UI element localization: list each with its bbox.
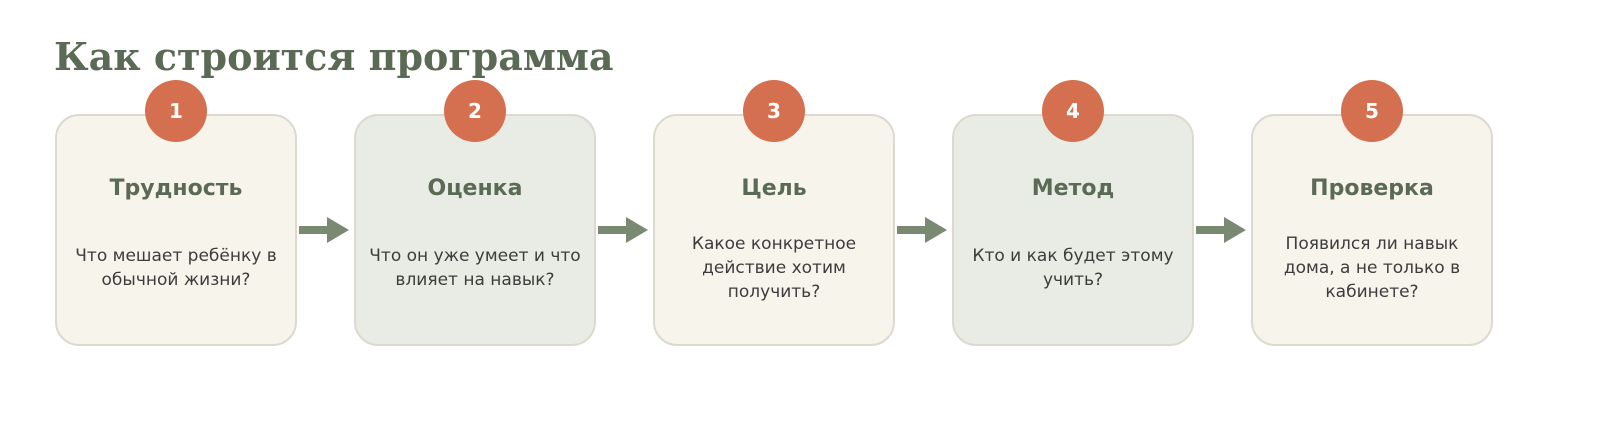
step-description: Какое конкретное действие хотим получить… — [691, 234, 857, 302]
step-description: Кто и как будет этому учить? — [972, 246, 1174, 290]
step-card-5: Проверка Появился ли навык дома, а не то… — [1251, 114, 1493, 346]
step-description: Что он уже умеет и что влияет на навык? — [369, 246, 581, 290]
step-card-2: Оценка Что он уже умеет и что влияет на … — [354, 114, 596, 346]
step-number-badge: 4 — [1042, 80, 1104, 142]
step-title: Метод — [1031, 176, 1115, 201]
arrow-right-icon — [897, 215, 947, 245]
arrow-right-icon — [1196, 215, 1246, 245]
step-number-badge: 2 — [444, 80, 506, 142]
arrow-right-icon — [299, 215, 349, 245]
page-title: Как строится программа — [54, 34, 614, 79]
step-number-badge: 3 — [743, 80, 805, 142]
step-card-1: Трудность Что мешает ребёнку в обычной ж… — [55, 114, 297, 346]
step-title: Цель — [741, 176, 807, 201]
step-card-4: Метод Кто и как будет этому учить? — [952, 114, 1194, 346]
step-description: Что мешает ребёнку в обычной жизни? — [75, 246, 277, 290]
step-description: Появился ли навык дома, а не только в ка… — [1283, 234, 1461, 302]
step-card-3: Цель Какое конкретное действие хотим пол… — [653, 114, 895, 346]
arrow-right-icon — [598, 215, 648, 245]
step-number-badge: 1 — [145, 80, 207, 142]
step-title: Трудность — [109, 176, 243, 201]
step-number-badge: 5 — [1341, 80, 1403, 142]
step-title: Проверка — [1310, 176, 1434, 201]
step-title: Оценка — [427, 176, 523, 201]
